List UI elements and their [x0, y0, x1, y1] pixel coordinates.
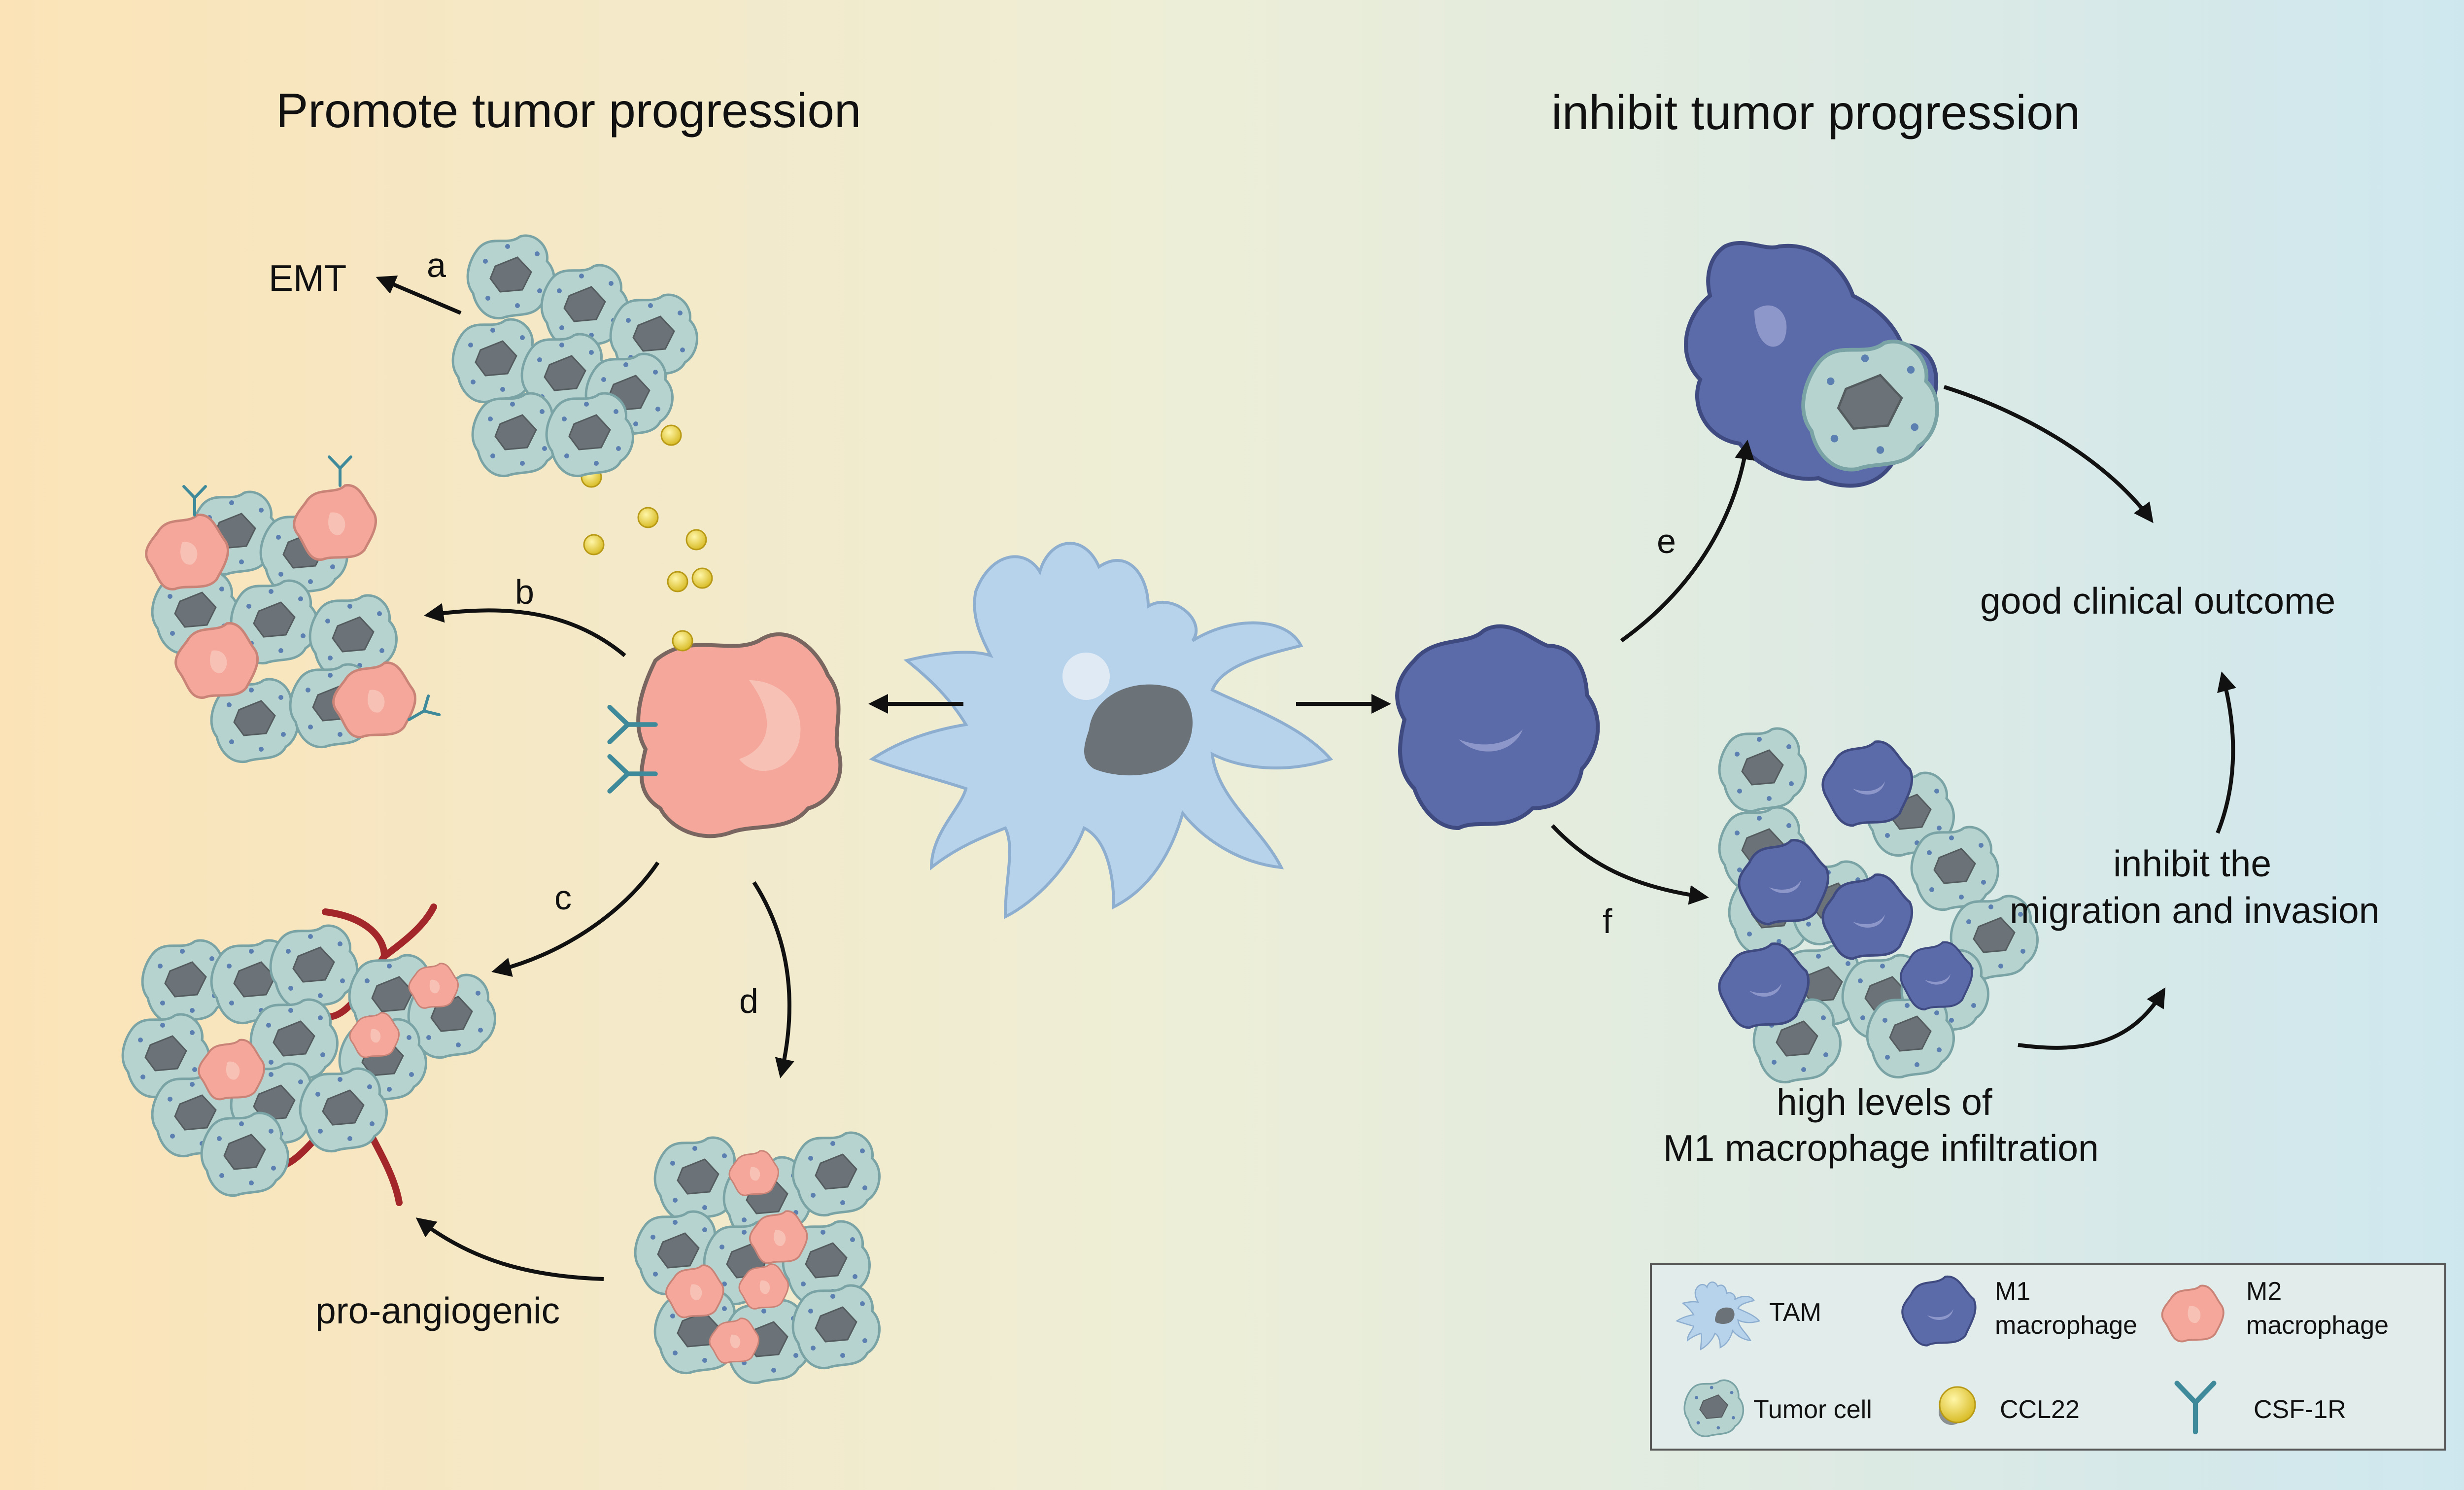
- arrow-pro-angiogenic: [415, 1217, 604, 1281]
- legend-tumor-icon: [1683, 1379, 1745, 1437]
- m1-macrophage-central: [1395, 624, 1600, 831]
- arrow-inhibit-to-outcome: [2216, 671, 2236, 834]
- arrow-d: [752, 881, 794, 1078]
- label-good-outcome: good clinical outcome: [1980, 580, 2335, 622]
- m2-macrophage-central: [610, 632, 843, 838]
- label-emt: EMT: [269, 257, 346, 299]
- arrow-f: [1551, 824, 1709, 905]
- label-high-line2: M1 macrophage infiltration: [1663, 1127, 2099, 1169]
- letter-b: b: [515, 573, 534, 611]
- tumor-cluster-d: [635, 1133, 879, 1383]
- legend-m2-label-1: M2: [2246, 1277, 2282, 1306]
- arrow-a: [376, 276, 462, 315]
- label-inhibit-line1: inhibit the: [2113, 843, 2271, 884]
- legend-m2-label-2: macrophage: [2246, 1311, 2389, 1340]
- letter-f: f: [1603, 902, 1612, 940]
- legend-ccl22-label: CCL22: [2000, 1395, 2080, 1424]
- legend-tumor-label: Tumor cell: [1753, 1395, 1872, 1424]
- label-high-line1: high levels of: [1777, 1081, 1992, 1123]
- letter-e: e: [1657, 522, 1676, 560]
- label-inhibit-line2: migration and invasion: [2010, 890, 2379, 931]
- legend-tam-label: TAM: [1769, 1298, 1821, 1327]
- legend-csf1r-label: CSF-1R: [2254, 1395, 2346, 1424]
- tumor-cluster-c: [123, 903, 495, 1206]
- legend-ccl22-icon: [1939, 1386, 1976, 1425]
- title-promote: Promote tumor progression: [276, 83, 861, 138]
- arrow-e: [1620, 440, 1754, 643]
- legend-m1-label-1: M1: [1995, 1277, 2030, 1306]
- title-inhibit: inhibit tumor progression: [1551, 85, 2080, 139]
- letter-c: c: [554, 878, 572, 917]
- letter-d: d: [739, 982, 758, 1020]
- legend-tam-icon: [1675, 1281, 1761, 1351]
- arrow-to-good-outcome: [1943, 385, 2154, 523]
- tam-cell-central: [869, 542, 1334, 919]
- legend: TAM M1 macrophage M2 macrophage Tumor ce…: [1650, 1263, 2446, 1451]
- legend-box: [1650, 1263, 2446, 1451]
- m1-phagocytosis-group: [1684, 241, 1937, 488]
- label-pro-angiogenic: pro-angiogenic: [315, 1290, 560, 1331]
- arrow-b: [424, 603, 626, 658]
- arrow-c: [491, 861, 660, 977]
- legend-m1-label-2: macrophage: [1995, 1311, 2137, 1340]
- arrow-to-inhibit: [2018, 987, 2166, 1050]
- letter-a: a: [427, 246, 446, 284]
